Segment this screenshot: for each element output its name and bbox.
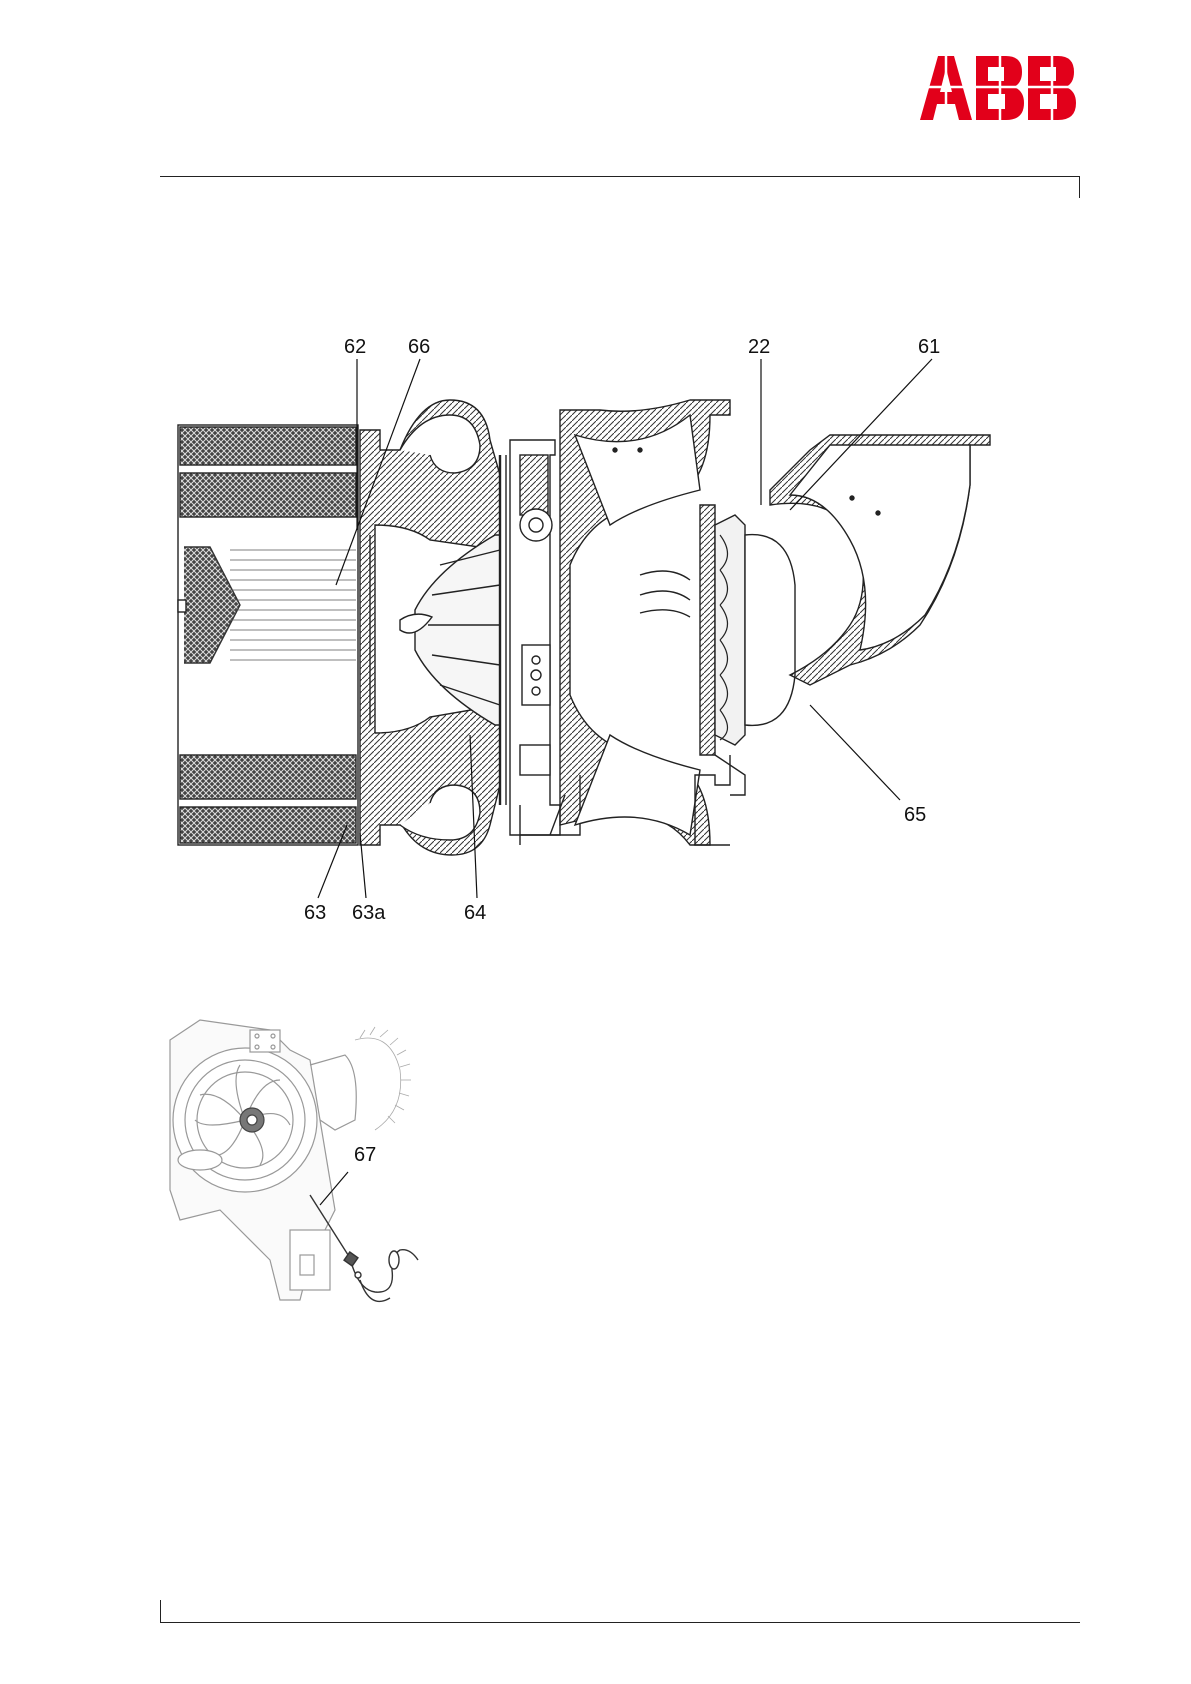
iso-drawing-svg xyxy=(160,1010,460,1330)
footer-tick xyxy=(160,1600,161,1622)
turbocharger-section-drawing: 62 66 22 61 65 63 63a 64 xyxy=(170,355,1080,935)
turbocharger-iso-drawing: 67 xyxy=(160,1010,460,1330)
callout-66: 66 xyxy=(408,337,430,357)
footer-rule xyxy=(160,1622,1080,1623)
callout-67: 67 xyxy=(354,1145,376,1165)
callout-61: 61 xyxy=(918,337,940,357)
callout-62: 62 xyxy=(344,337,366,357)
abb-logo xyxy=(920,56,1080,120)
header-rule xyxy=(160,176,1080,177)
callout-22: 22 xyxy=(748,337,770,357)
callout-leaders xyxy=(170,355,1080,935)
header-tick xyxy=(1079,176,1080,198)
